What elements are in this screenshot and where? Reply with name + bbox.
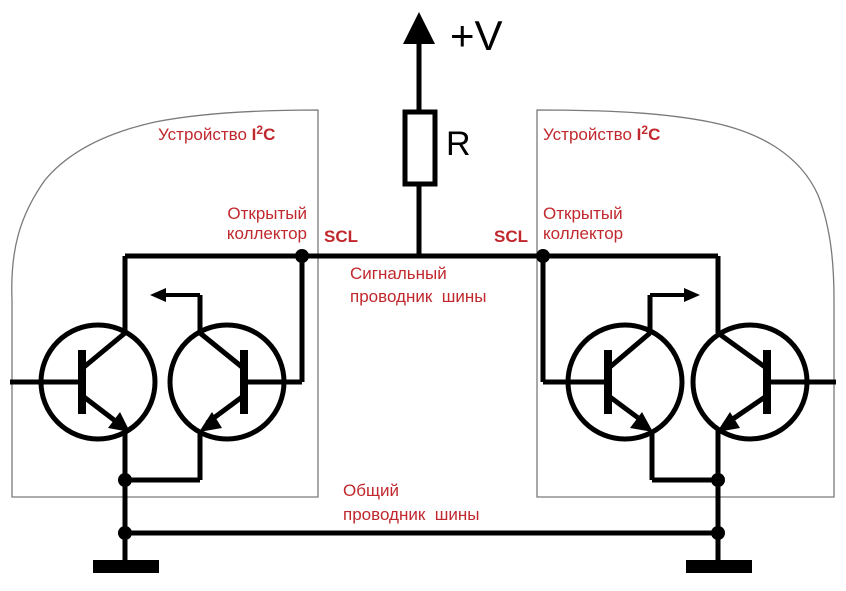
signal-wire-label-line2: проводник шины: [350, 287, 486, 306]
left-output-emitter-arrow: [108, 412, 130, 432]
ground-symbol-left: [93, 560, 159, 573]
junction-dot: [295, 249, 309, 263]
device-left-oc-line2: коллектор: [227, 224, 307, 243]
left-input-signal-arrow: [150, 288, 166, 302]
ground-wire-label-line2: проводник шины: [343, 505, 479, 524]
resistor-label: R: [446, 125, 471, 163]
resistor-symbol: [402, 109, 438, 187]
device-right-outline: [536, 109, 835, 498]
left-output-transistor: [10, 256, 158, 533]
device-left-title: Устройство I2C: [158, 123, 275, 144]
device-right-pin-label: SCL: [494, 227, 528, 246]
ground-symbol-right: [686, 560, 752, 573]
junction-dot: [536, 249, 550, 263]
right-input-emitter-arrow: [630, 412, 653, 432]
device-right-title: Устройство I2C: [543, 123, 660, 144]
device-left-outline: [11, 109, 319, 498]
right-output-transistor: [690, 256, 836, 533]
left-input-transistor: [125, 256, 305, 483]
device-left-oc-line1: Открытый: [227, 204, 307, 223]
junction-dot: [711, 473, 725, 487]
device-left-pin-label: SCL: [324, 227, 358, 246]
supply-arrow: [403, 12, 435, 44]
device-right-oc-line1: Открытый: [543, 204, 623, 223]
right-input-transistor: [540, 256, 718, 483]
right-output-emitter-arrow: [717, 412, 740, 432]
junction-dot: [118, 473, 132, 487]
right-input-signal-arrow: [684, 288, 700, 302]
signal-wire-label-line1: Сигнальный: [350, 264, 447, 283]
supply-label: +V: [450, 12, 503, 59]
device-right-oc-line2: коллектор: [543, 224, 623, 243]
ground-wire-label-line1: Общий: [343, 481, 399, 500]
left-input-emitter-arrow: [199, 412, 222, 432]
